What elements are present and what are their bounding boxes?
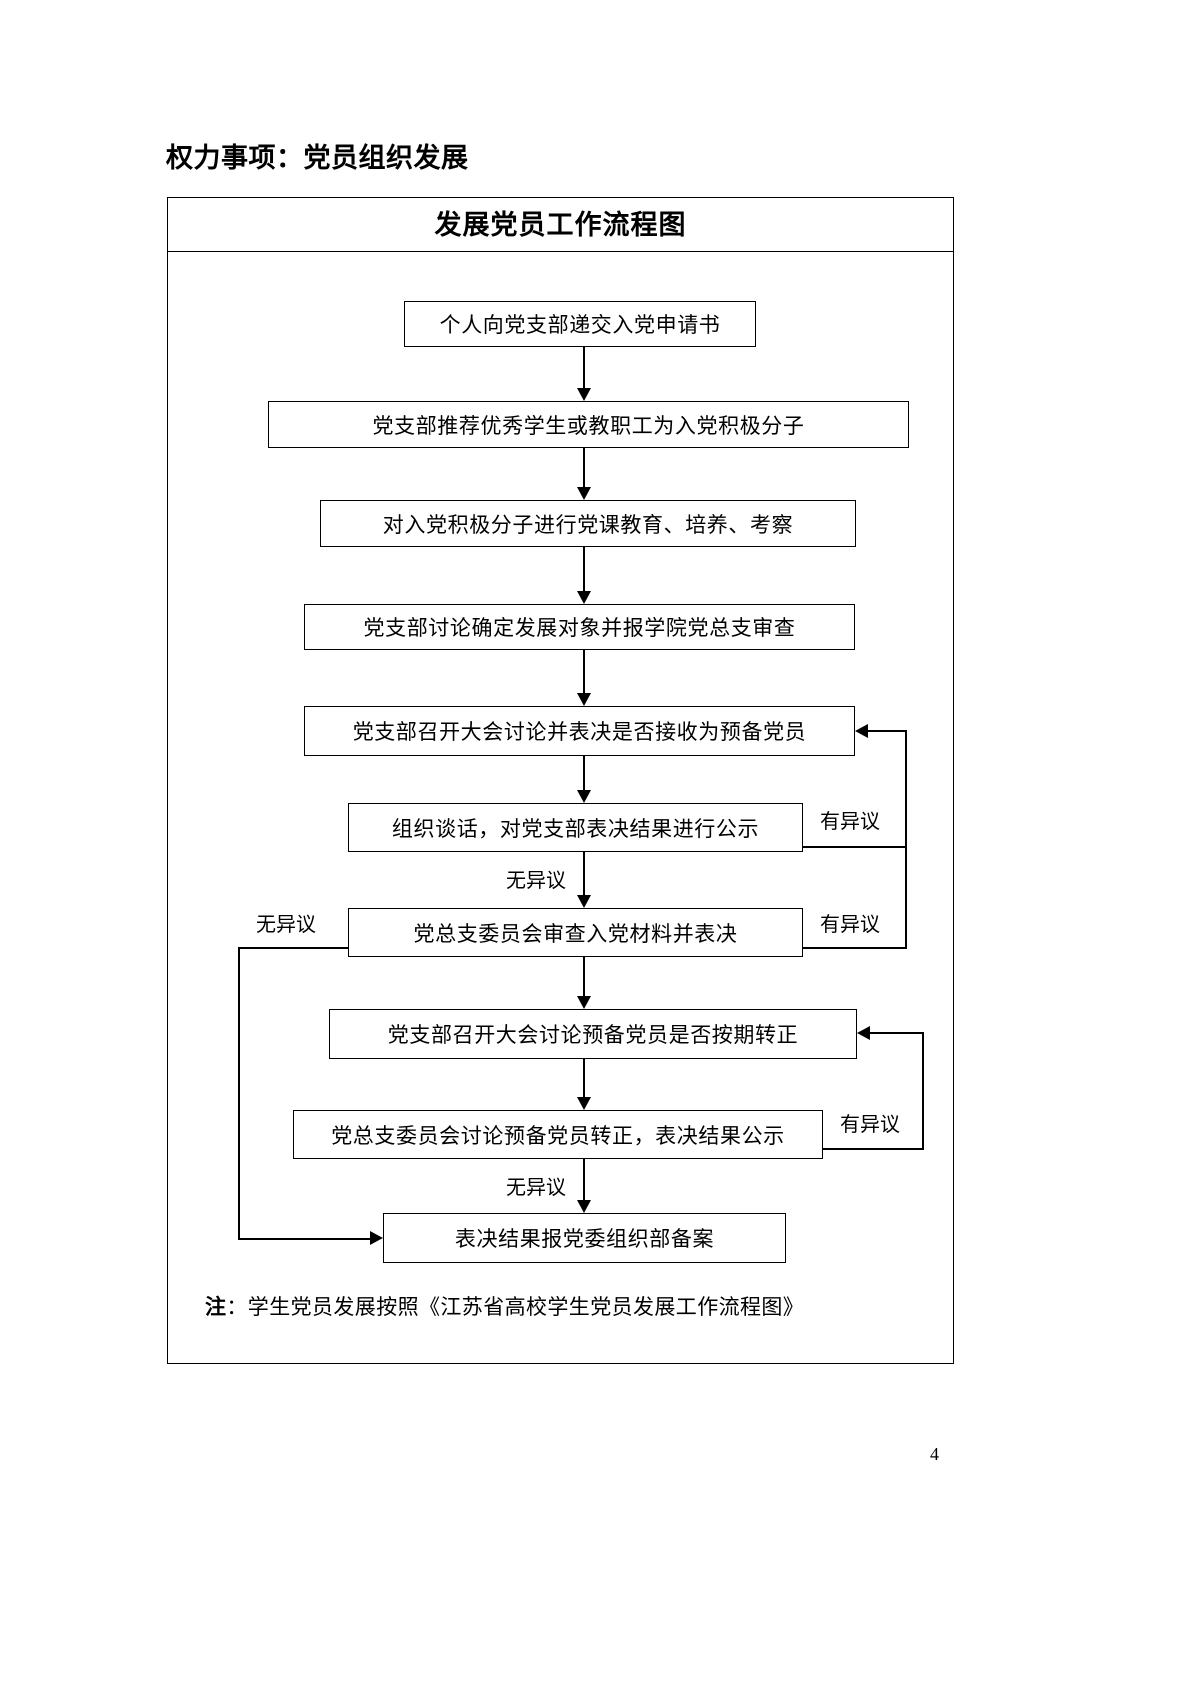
connector-n1-n2 bbox=[583, 347, 585, 388]
connector-n7-right-out bbox=[803, 947, 907, 949]
note-text: ：学生党员发展按照《江苏省高校学生党员发展工作流程图》 bbox=[226, 1295, 805, 1319]
note-prefix: 注 bbox=[205, 1295, 227, 1319]
flow-node-3-label: 对入党积极分子进行党课教育、培养、考察 bbox=[382, 512, 794, 537]
connector-n9-loop-in bbox=[870, 1032, 924, 1034]
flow-node-2-label: 党支部推荐优秀学生或教职工为入党积极分子 bbox=[372, 413, 805, 438]
connector-n6-loop-in bbox=[868, 730, 907, 732]
flow-node-7[interactable]: 党总支委员会审查入党材料并表决 bbox=[348, 908, 803, 957]
flow-node-10-label: 表决结果报党委组织部备案 bbox=[454, 1227, 715, 1251]
edge-label-n7-left: 无异议 bbox=[254, 908, 318, 937]
flow-node-8[interactable]: 党支部召开大会讨论预备党员是否按期转正 bbox=[329, 1009, 857, 1059]
arrow-n5-n6 bbox=[577, 790, 591, 803]
flow-node-1-label: 个人向党支部递交入党申请书 bbox=[439, 313, 721, 337]
flow-node-5-label: 党支部召开大会讨论并表决是否接收为预备党员 bbox=[352, 720, 807, 744]
flow-node-4-label: 党支部讨论确定发展对象并报学院党总支审查 bbox=[363, 616, 796, 640]
arrow-n4-n5 bbox=[577, 693, 591, 706]
edge-label-n9-right: 有异议 bbox=[838, 1108, 902, 1137]
arrow-n2-n3 bbox=[577, 487, 591, 500]
connector-n9-n10 bbox=[583, 1159, 585, 1200]
page-title: 权力事项：党员组织发展 bbox=[166, 143, 469, 173]
flow-node-2[interactable]: 党支部推荐优秀学生或教职工为入党积极分子 bbox=[268, 401, 909, 448]
arrow-n8-n9 bbox=[577, 1097, 591, 1110]
flow-node-5[interactable]: 党支部召开大会讨论并表决是否接收为预备党员 bbox=[304, 706, 855, 756]
arrow-n7-bypass-to-n10 bbox=[370, 1231, 383, 1245]
connector-n7-bypass-down bbox=[238, 947, 240, 1239]
arrow-n6-n7 bbox=[577, 895, 591, 908]
connector-n3-n4 bbox=[583, 547, 585, 591]
connector-n5-n6 bbox=[583, 756, 585, 790]
connector-n7-left-out bbox=[238, 947, 349, 949]
connector-n7-loop-up bbox=[905, 731, 907, 948]
arrow-n6-loop-to-n5 bbox=[855, 724, 868, 738]
flow-node-4[interactable]: 党支部讨论确定发展对象并报学院党总支审查 bbox=[304, 604, 855, 650]
connector-n9-loop-up bbox=[922, 1033, 924, 1150]
flowchart-frame: 发展党员工作流程图 bbox=[167, 197, 954, 1364]
flow-node-9[interactable]: 党总支委员会讨论预备党员转正，表决结果公示 bbox=[293, 1110, 823, 1159]
arrow-n9-n10 bbox=[577, 1200, 591, 1213]
page-number: 4 bbox=[930, 1444, 939, 1464]
flow-node-3[interactable]: 对入党积极分子进行党课教育、培养、考察 bbox=[320, 500, 856, 547]
connector-n4-n5 bbox=[583, 650, 585, 693]
edge-label-n9-down: 无异议 bbox=[504, 1171, 568, 1200]
flow-node-6-label: 组织谈话，对党支部表决结果进行公示 bbox=[391, 816, 760, 841]
arrow-n9-loop-to-n8 bbox=[857, 1026, 870, 1040]
connector-n7-n8 bbox=[583, 957, 585, 996]
connector-n9-right-out bbox=[823, 1148, 924, 1150]
flowchart-title: 发展党员工作流程图 bbox=[168, 198, 953, 252]
connector-n6-right-out bbox=[803, 846, 907, 848]
flow-node-6[interactable]: 组织谈话，对党支部表决结果进行公示 bbox=[348, 803, 803, 852]
edge-label-n6-right: 有异议 bbox=[818, 805, 882, 834]
edge-label-n7-right: 有异议 bbox=[818, 908, 882, 937]
flowchart-note: 注：学生党员发展按照《江苏省高校学生党员发展工作流程图》 bbox=[205, 1291, 804, 1321]
arrow-n1-n2 bbox=[577, 388, 591, 401]
flow-node-7-label: 党总支委员会审查入党材料并表决 bbox=[413, 921, 738, 946]
flow-node-9-label: 党总支委员会讨论预备党员转正，表决结果公示 bbox=[331, 1123, 785, 1148]
connector-n6-n7 bbox=[583, 852, 585, 895]
flow-node-8-label: 党支部召开大会讨论预备党员是否按期转正 bbox=[387, 1023, 799, 1047]
arrow-n7-n8 bbox=[577, 996, 591, 1009]
connector-n8-n9 bbox=[583, 1059, 585, 1097]
connector-n2-n3 bbox=[583, 448, 585, 487]
flow-node-10[interactable]: 表决结果报党委组织部备案 bbox=[383, 1213, 786, 1263]
flow-node-1[interactable]: 个人向党支部递交入党申请书 bbox=[404, 301, 756, 347]
edge-label-n6-down: 无异议 bbox=[504, 864, 568, 893]
arrow-n3-n4 bbox=[577, 591, 591, 604]
connector-n7-bypass-in bbox=[238, 1238, 370, 1240]
